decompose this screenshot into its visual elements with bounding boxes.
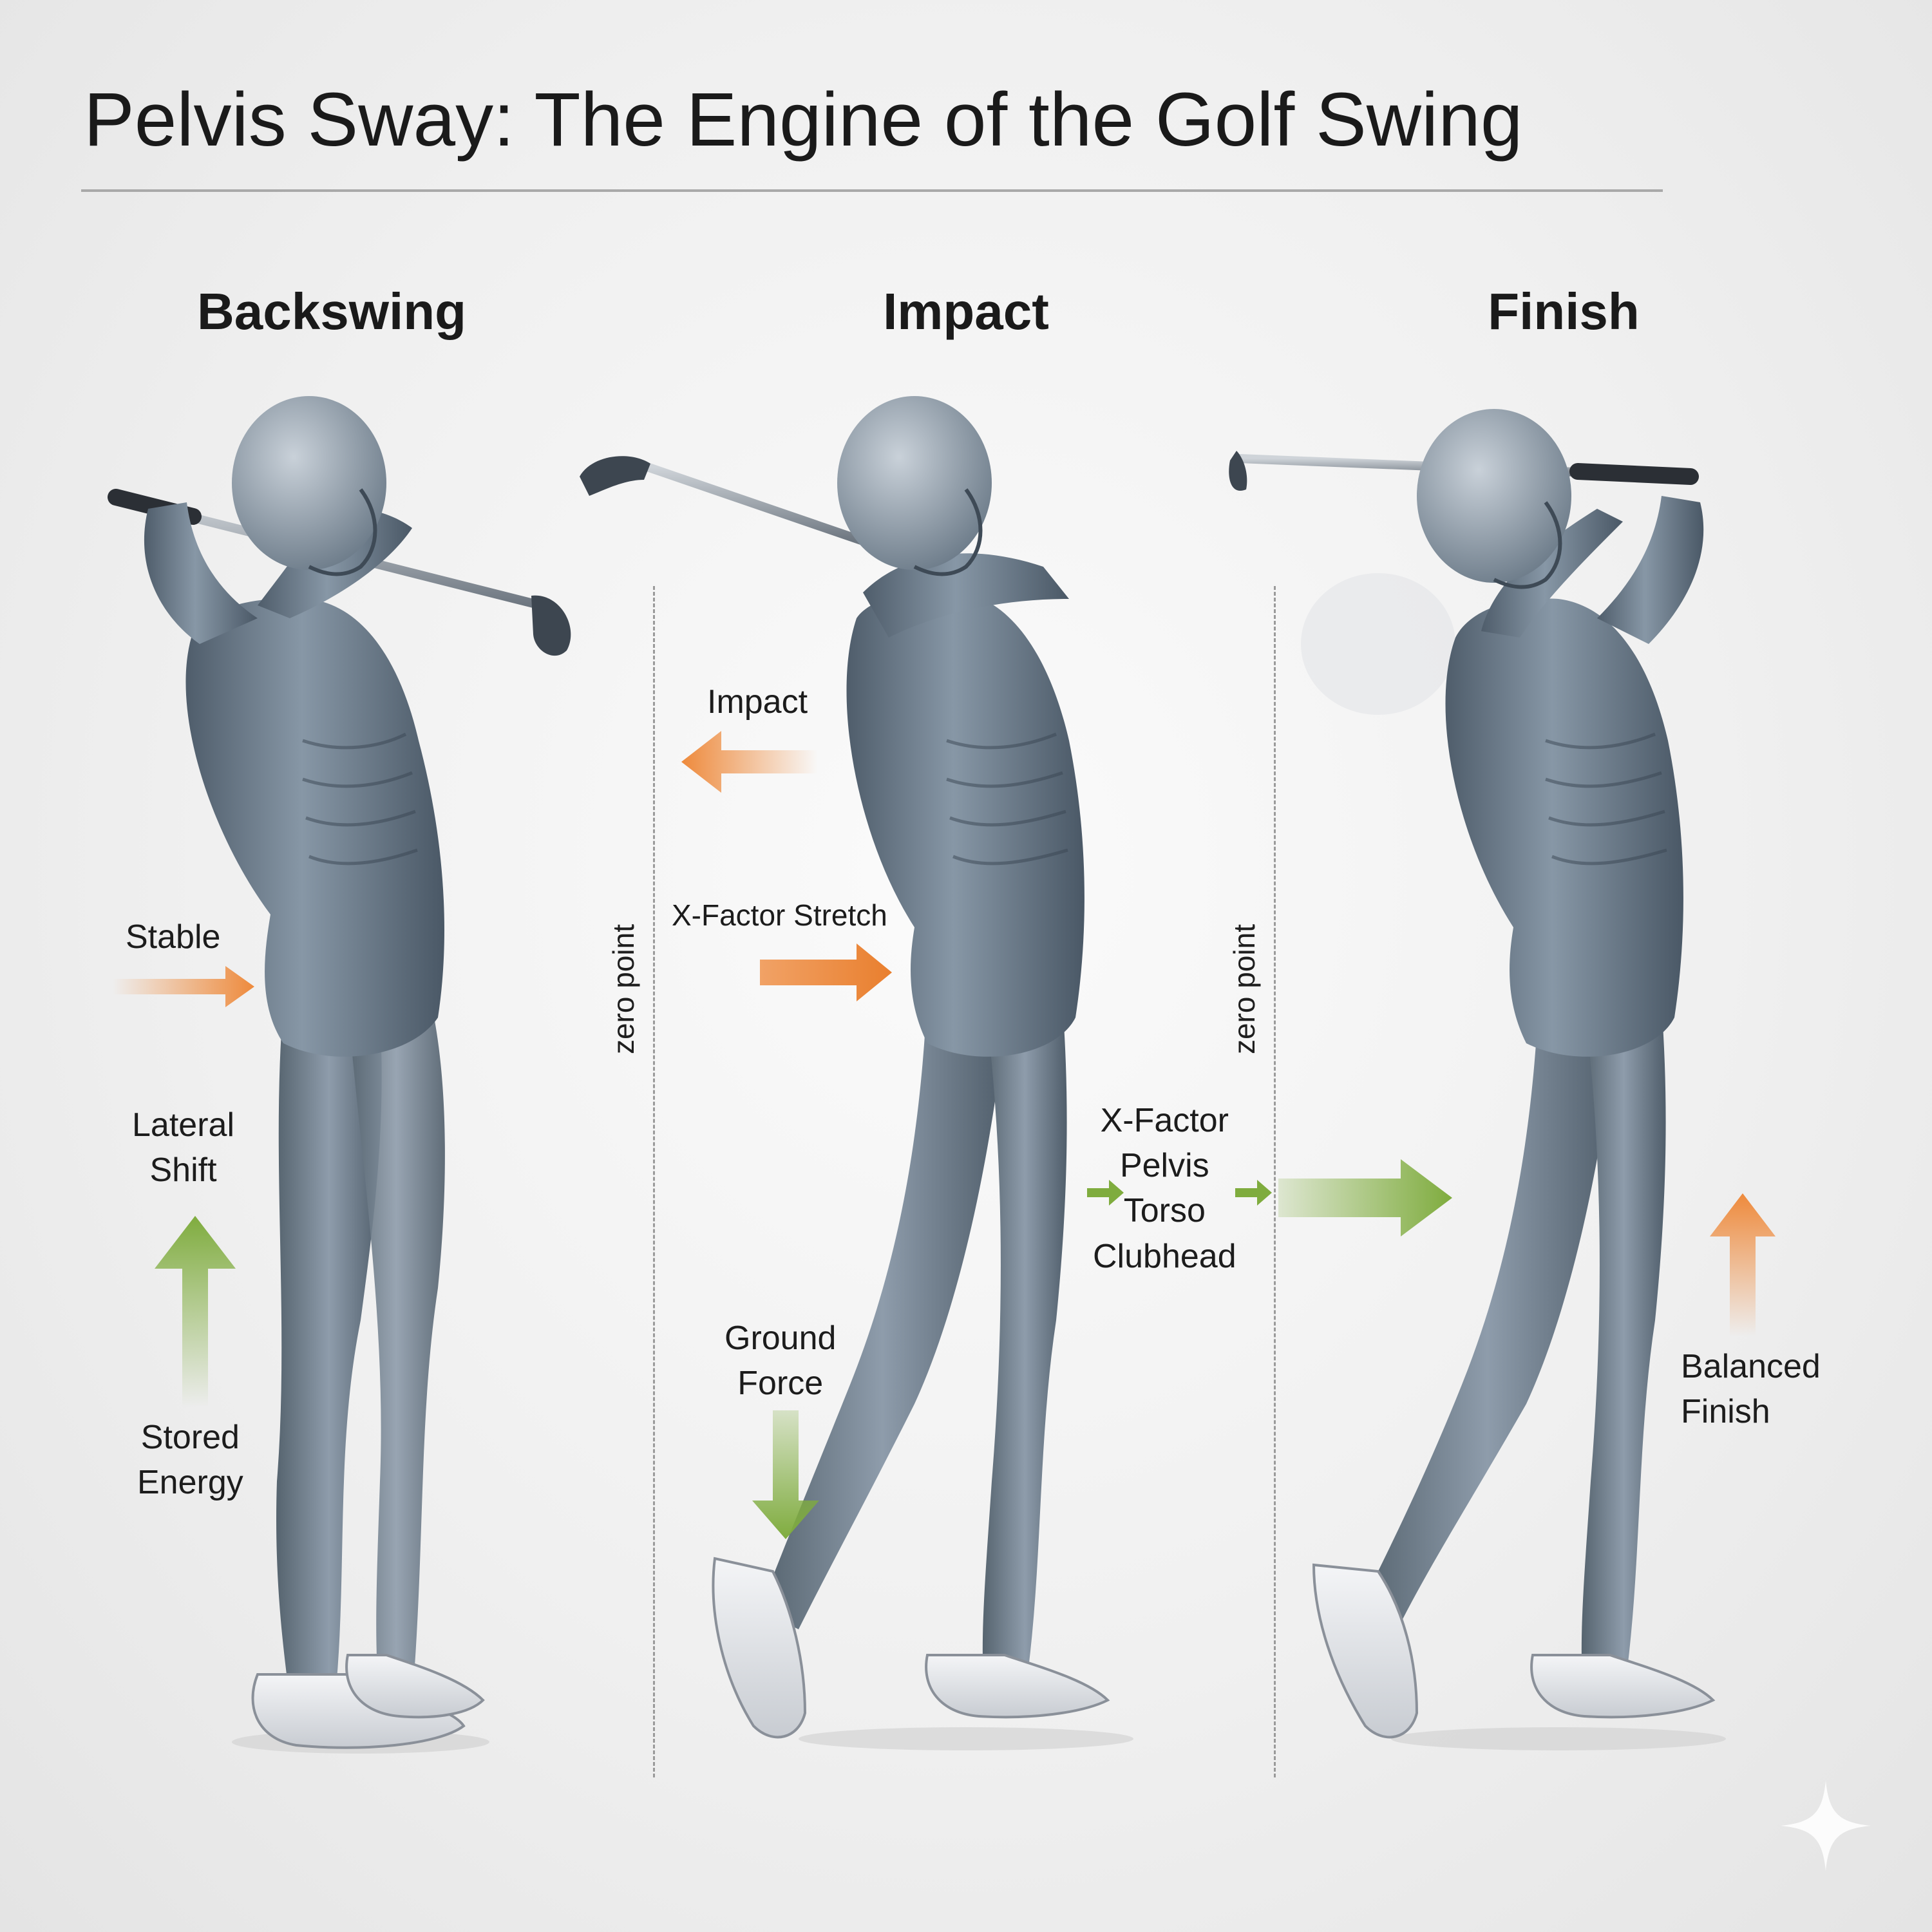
golfer-finish	[1229, 409, 1726, 1750]
golfer-backswing	[108, 396, 571, 1754]
zero-point-line-1	[653, 586, 655, 1777]
zero-point-line-2	[1274, 586, 1276, 1777]
label-balanced-finish: Balanced Finish	[1681, 1344, 1821, 1434]
x-factor-stretch-arrow	[760, 943, 892, 1001]
sparkle-icon	[1781, 1781, 1871, 1871]
label-x-factor-stretch: X-Factor Stretch	[672, 898, 887, 932]
lateral-shift-arrow	[155, 1216, 236, 1407]
stage-title-finish: Finish	[1488, 283, 1640, 340]
label-stable: Stable	[126, 918, 221, 956]
label-stored-energy: Stored Energy	[137, 1415, 243, 1505]
stage-title-backswing: Backswing	[197, 283, 466, 340]
page-title: Pelvis Sway: The Engine of the Golf Swin…	[84, 77, 1523, 162]
label-impact-arrow: Impact	[707, 683, 808, 721]
label-stored-energy-line2: Energy	[137, 1464, 243, 1502]
chain-arrow-left	[1087, 1180, 1124, 1206]
chain-arrow-right	[1235, 1180, 1272, 1206]
label-balanced-finish-line2: Finish	[1681, 1393, 1770, 1431]
label-balanced-finish-line1: Balanced	[1681, 1348, 1821, 1385]
ground-force-arrow	[752, 1410, 819, 1539]
label-kinetic-chain: X-Factor Pelvis Torso Clubhead	[1093, 1098, 1236, 1279]
stage-title-impact: Impact	[883, 283, 1049, 340]
label-kinetic-chain-line2: Pelvis	[1119, 1147, 1209, 1185]
label-stored-energy-line1: Stored	[140, 1419, 240, 1456]
stable-arrow	[113, 966, 254, 1007]
impact-arrow	[681, 731, 818, 793]
kinetic-chain-arrow	[1278, 1159, 1452, 1236]
label-kinetic-chain-line1: X-Factor	[1100, 1102, 1229, 1139]
balanced-finish-arrow	[1710, 1193, 1776, 1336]
label-lateral-shift: Lateral Shift	[132, 1103, 234, 1193]
label-ground-force-line1: Ground	[724, 1320, 837, 1357]
title-divider	[81, 189, 1663, 192]
label-ground-force: Ground Force	[724, 1316, 836, 1406]
golfer-impact	[580, 396, 1133, 1750]
label-lateral-shift-line2: Shift	[149, 1151, 217, 1189]
label-kinetic-chain-line4: Clubhead	[1093, 1237, 1236, 1275]
label-kinetic-chain-line3: Torso	[1123, 1192, 1206, 1230]
label-ground-force-line2: Force	[737, 1365, 824, 1403]
label-lateral-shift-line1: Lateral	[132, 1106, 234, 1144]
